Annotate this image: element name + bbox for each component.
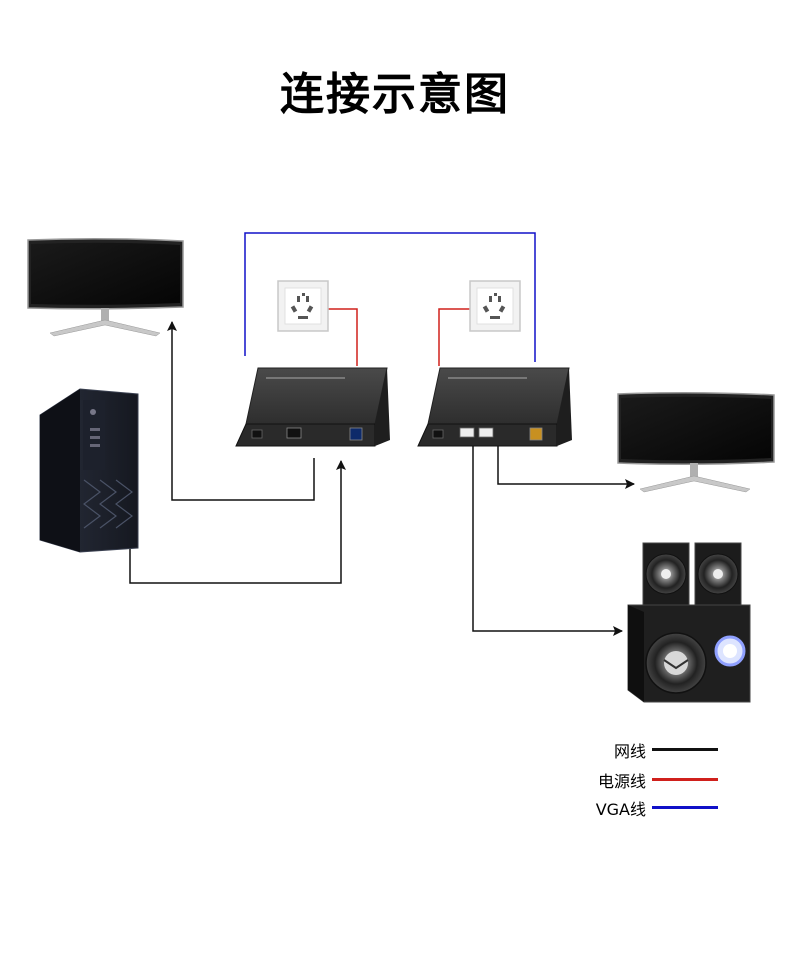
monitor-icon bbox=[27, 237, 184, 337]
page-title: 连接示意图 bbox=[280, 69, 510, 120]
power-socket-icon bbox=[277, 280, 329, 332]
network-cables bbox=[129, 321, 635, 636]
legend-item-network: 网线 bbox=[560, 738, 740, 762]
power-cable-right bbox=[438, 308, 470, 366]
legend-label-network: 网线 bbox=[613, 742, 646, 761]
legend-label-power: 电源线 bbox=[597, 772, 646, 791]
extender-box-icon bbox=[235, 367, 390, 447]
cable-left-box-to-monitor bbox=[167, 321, 315, 501]
cable-right-box-to-monitor bbox=[497, 446, 635, 489]
monitor-icon bbox=[617, 391, 775, 493]
legend-item-power: 电源线 bbox=[560, 768, 740, 792]
legend-swatch-power bbox=[652, 778, 718, 781]
legend-swatch-vga bbox=[652, 806, 718, 809]
legend-item-vga: VGA线 bbox=[560, 796, 740, 820]
cable-pc-to-left-box bbox=[129, 460, 346, 584]
power-socket-icon bbox=[469, 280, 521, 332]
speaker-icon bbox=[627, 542, 751, 703]
extender-box-icon bbox=[417, 367, 572, 447]
vga-cable bbox=[244, 232, 536, 362]
power-cable-left bbox=[328, 308, 358, 366]
legend-swatch-network bbox=[652, 748, 718, 751]
pc-tower-icon bbox=[39, 388, 139, 553]
cable-right-box-to-speaker bbox=[472, 446, 623, 636]
legend-label-vga: VGA线 bbox=[595, 800, 646, 819]
